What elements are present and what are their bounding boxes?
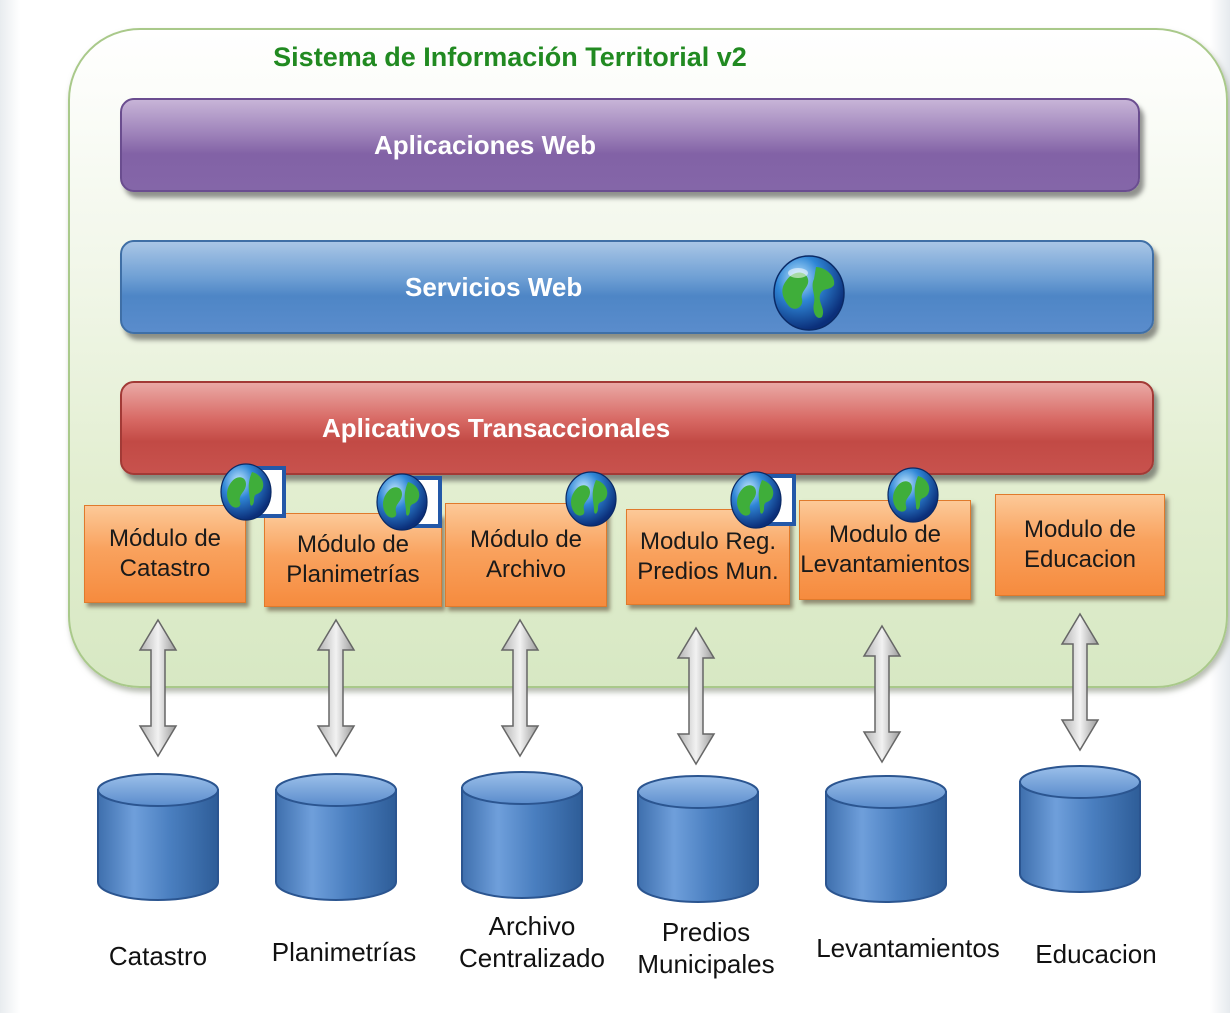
module-educacion: Modulo de Educacion <box>995 494 1165 596</box>
database-icon-planimetrias <box>275 773 397 901</box>
module-planimetrias-label: Módulo de Planimetrías <box>286 531 420 588</box>
module-levantamientos: Modulo de Levantamientos <box>799 500 971 600</box>
database-icon-predios <box>637 775 759 903</box>
bidirectional-arrow-icon-1 <box>138 618 178 758</box>
globe-icon-5 <box>887 467 939 523</box>
database-icon-catastro <box>97 773 219 901</box>
database-icon-educacion <box>1019 765 1141 893</box>
module-archivo-label: Módulo de Archivo <box>469 526 583 583</box>
database-label-planimetrias: Planimetrías <box>271 937 417 967</box>
layer-web-apps: Aplicaciones Web <box>120 98 1140 192</box>
layer-web-services: Servicios Web <box>120 240 1154 334</box>
database-label-educacion: Educacion <box>1035 939 1157 969</box>
globe-icon-3 <box>565 471 617 527</box>
globe-icon <box>773 255 845 331</box>
module-catastro: Módulo de Catastro <box>84 505 246 603</box>
bidirectional-arrow-icon-4 <box>676 626 716 766</box>
layer-web-apps-label: Aplicaciones Web <box>374 129 597 160</box>
database-label-levantamientos: Levantamientos <box>816 933 1000 963</box>
database-label-predios: Predios Municipales <box>637 917 775 979</box>
module-catastro-label: Módulo de Catastro <box>108 525 222 582</box>
module-predios-label: Modulo Reg. Predios Mun. <box>637 528 779 585</box>
module-planimetrias: Módulo de Planimetrías <box>264 513 442 607</box>
globe-window-icon-2 <box>376 473 442 531</box>
module-levantamientos-label: Modulo de Levantamientos <box>800 521 970 578</box>
bidirectional-arrow-icon-6 <box>1060 612 1100 752</box>
database-label-archivo: Archivo Centralizado <box>459 911 605 973</box>
bidirectional-arrow-icon-2 <box>316 618 356 758</box>
database-icon-levantamientos <box>825 775 947 903</box>
module-educacion-label: Modulo de Educacion <box>1023 516 1137 573</box>
module-archivo: Módulo de Archivo <box>445 503 607 607</box>
layer-transactional: Aplicativos Transaccionales <box>120 381 1154 475</box>
diagram-title: Sistema de Información Territorial v2 <box>273 42 747 72</box>
database-icon-archivo <box>461 771 583 899</box>
database-label-catastro: Catastro <box>108 941 208 971</box>
bidirectional-arrow-icon-5 <box>862 624 902 764</box>
bidirectional-arrow-icon-3 <box>500 618 540 758</box>
layer-transactional-label: Aplicativos Transaccionales <box>322 412 671 443</box>
globe-window-icon-1 <box>220 463 286 521</box>
globe-window-icon-4 <box>730 471 796 529</box>
layer-web-services-label: Servicios Web <box>405 271 583 302</box>
